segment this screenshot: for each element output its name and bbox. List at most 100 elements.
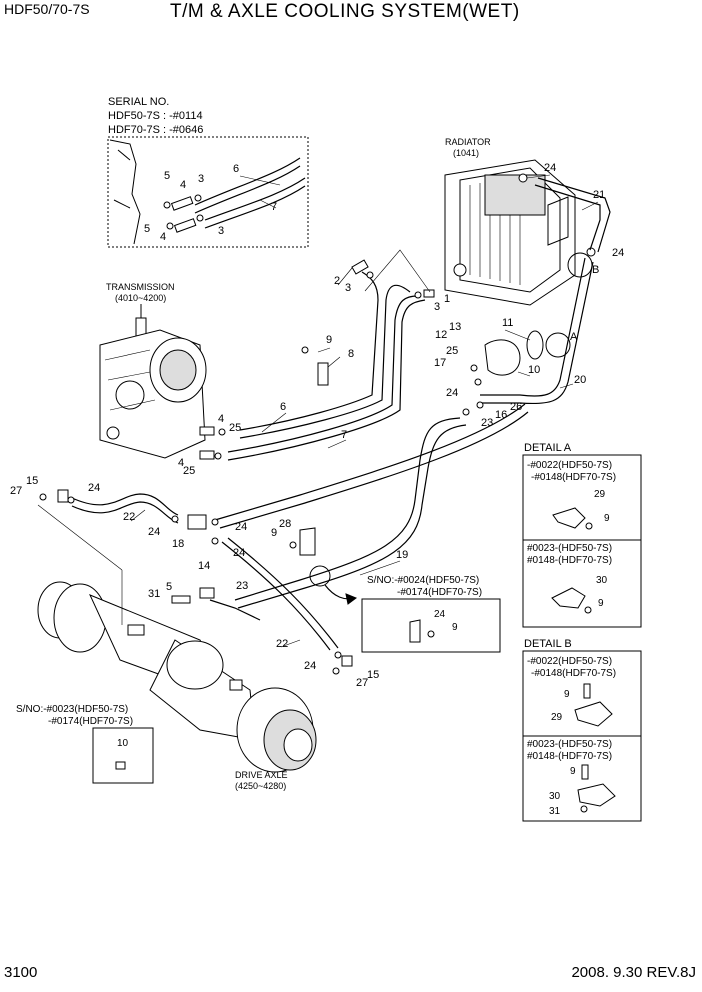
callout-26: 26 <box>510 401 522 413</box>
callout-16: 16 <box>495 409 507 421</box>
callout-24: 24 <box>544 162 556 174</box>
drive-axle-label: DRIVE AXLE <box>235 770 288 780</box>
callout-24: 24 <box>304 660 316 672</box>
callout-17: 17 <box>434 357 446 369</box>
callout-5: 5 <box>144 223 150 235</box>
transmission: TRANSMISSION (4010~4200) <box>99 282 207 459</box>
detail-a-sec1-l2: -#0148(HDF70-7S) <box>531 472 616 483</box>
callout-6: 6 <box>233 163 239 175</box>
callout-4: 4 <box>218 413 224 425</box>
detail-b-sec1-p2: 29 <box>551 712 563 723</box>
callout-21: 21 <box>593 189 605 201</box>
detail-b-sec2-l2: #0148-(HDF70-7S) <box>527 751 612 762</box>
sn-mid-l2: -#0174(HDF70-7S) <box>397 587 482 598</box>
callout-22: 22 <box>123 511 135 523</box>
serial-line-1: HDF50-7S : -#0114 <box>108 110 203 122</box>
drive-axle-code: (4250~4280) <box>235 781 286 791</box>
callout-22: 22 <box>276 638 288 650</box>
detail-a-sec2-p2: 9 <box>598 598 604 609</box>
model-label: HDF50/70-7S <box>4 1 90 17</box>
transmission-code: (4010~4200) <box>115 293 166 303</box>
callout-2: 2 <box>334 275 340 287</box>
detail-a-sec2-l2: #0148-(HDF70-7S) <box>527 555 612 566</box>
callout-28: 28 <box>279 518 291 530</box>
callout-7: 7 <box>271 201 277 213</box>
callout-23: 23 <box>236 580 248 592</box>
detail-b-sec1-l2: -#0148(HDF70-7S) <box>531 668 616 679</box>
radiator: RADIATOR (1041) <box>444 137 596 306</box>
hoses <box>71 177 611 651</box>
detail-a-sec1-p1: 29 <box>594 489 606 500</box>
detail-a-marker <box>545 332 571 358</box>
sn-left-l1: S/NO:-#0023(HDF50-7S) <box>16 704 128 715</box>
callout-27: 27 <box>10 485 22 497</box>
serial-title: SERIAL NO. <box>108 96 169 108</box>
sn-mid-panel: S/NO:-#0024(HDF50-7S) -#0174(HDF70-7S) 2… <box>361 575 501 653</box>
callout-12: 12 <box>435 329 447 341</box>
callout-11: 11 <box>502 317 513 329</box>
serial-line-2: HDF70-7S : -#0646 <box>108 124 203 136</box>
callout-25: 25 <box>446 345 458 357</box>
sn-mid-p1: 24 <box>434 609 446 620</box>
callout-6: 6 <box>280 401 286 413</box>
detail-b-marker <box>567 252 593 278</box>
callout-3: 3 <box>218 225 224 237</box>
callout-15: 15 <box>367 669 379 681</box>
detail-b-panel: DETAIL B -#0022(HDF50-7S) -#0148(HDF70-7… <box>522 638 642 822</box>
detail-a-panel: DETAIL A -#0022(HDF50-7S) -#0148(HDF70-7… <box>522 442 642 628</box>
revision-date: 2008. 9.30 REV.8J <box>571 964 696 981</box>
callout-24: 24 <box>88 482 100 494</box>
page-title: T/M & AXLE COOLING SYSTEM(WET) <box>170 1 520 22</box>
callout-24: 24 <box>235 521 247 533</box>
transmission-label: TRANSMISSION <box>106 282 175 292</box>
callout-24: 24 <box>446 387 458 399</box>
callout-23: 23 <box>481 417 493 429</box>
sn-mid-l1: S/NO:-#0024(HDF50-7S) <box>367 575 479 586</box>
callout-5: 5 <box>164 170 170 182</box>
radiator-label: RADIATOR <box>445 137 491 147</box>
callout-4: 4 <box>178 457 184 469</box>
fittings <box>39 259 544 675</box>
callout-18: 18 <box>172 538 184 550</box>
detail-b-sec1-l1: -#0022(HDF50-7S) <box>527 656 612 667</box>
detail-b-sec2-p3: 31 <box>549 806 561 817</box>
callout-27: 27 <box>356 677 368 689</box>
sn-left-panel: S/NO:-#0023(HDF50-7S) -#0174(HDF70-7S) 1… <box>16 704 154 784</box>
detail-b-sec1-p1: 9 <box>564 689 570 700</box>
callout-3: 3 <box>198 173 204 185</box>
serial-inset: SERIAL NO. HDF50-7S : -#0114 HDF70-7S : … <box>107 96 309 248</box>
page-number: 3100 <box>4 964 38 981</box>
callout-24: 24 <box>233 547 245 559</box>
callout-5: 5 <box>166 581 172 593</box>
callout-24: 24 <box>612 247 624 259</box>
detail-a-sec2-p1: 30 <box>596 575 608 586</box>
callout-3: 3 <box>345 282 351 294</box>
callout-10: 10 <box>528 364 540 376</box>
sn-mid-marker <box>309 565 331 587</box>
callout-25: 25 <box>183 465 195 477</box>
callout-9: 9 <box>326 334 332 346</box>
sn-left-l2: -#0174(HDF70-7S) <box>48 716 133 727</box>
callout-25: 25 <box>229 422 241 434</box>
detail-a-sec1-p2: 9 <box>604 513 610 524</box>
detail-b-sec2-p1: 9 <box>570 766 576 777</box>
callout-9: 9 <box>271 527 277 539</box>
callout-19: 19 <box>396 549 408 561</box>
callout-20: 20 <box>574 374 586 386</box>
callout-3: 3 <box>434 301 440 313</box>
callout-B: B <box>592 264 599 276</box>
sn-left-p1: 10 <box>117 738 129 749</box>
detail-a-sec1-l1: -#0022(HDF50-7S) <box>527 460 612 471</box>
callout-4: 4 <box>180 179 186 191</box>
callout-1: 1 <box>444 293 450 305</box>
sn-mid-p2: 9 <box>452 622 458 633</box>
callout-31: 31 <box>148 588 160 600</box>
detail-a-title: DETAIL A <box>524 442 572 454</box>
callout-14: 14 <box>198 560 210 572</box>
leader-lines <box>130 174 599 648</box>
callout-7: 7 <box>341 429 347 441</box>
callout-8: 8 <box>348 348 354 360</box>
detail-b-title: DETAIL B <box>524 638 572 650</box>
